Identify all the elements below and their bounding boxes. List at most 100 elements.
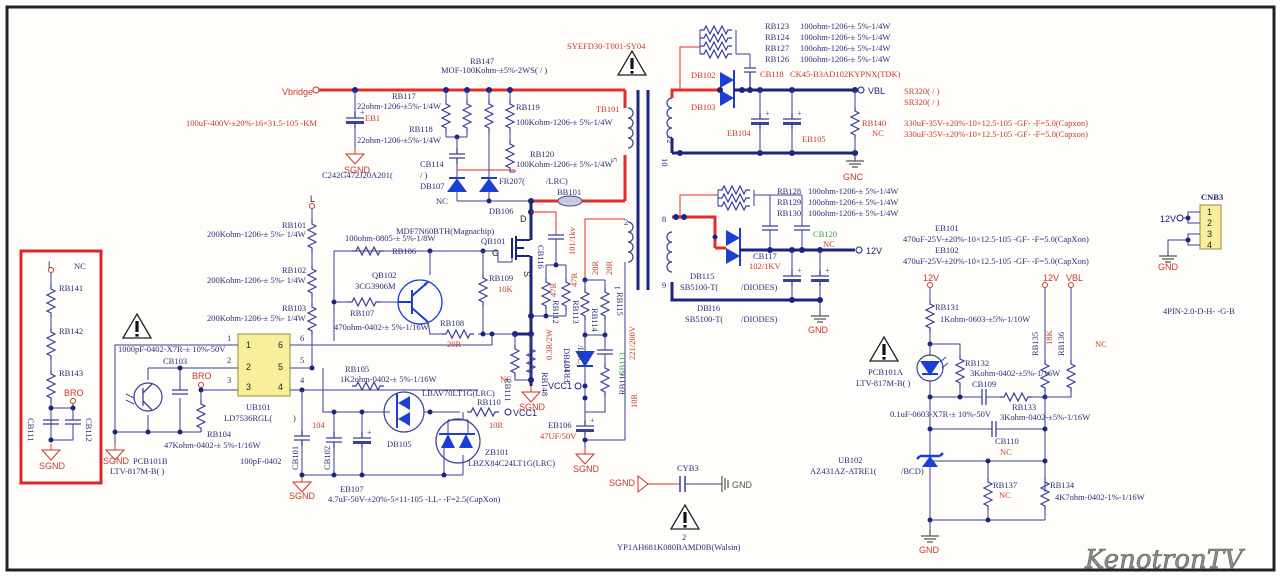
sgnd-label: SGND bbox=[103, 456, 130, 466]
cb109-ref: CB109 bbox=[972, 379, 996, 389]
rb129-ref: RB129 bbox=[777, 197, 801, 207]
zb101-value: LBZX84C24LT1G(LRC) bbox=[468, 458, 555, 468]
sgnd-label: SGND bbox=[289, 491, 316, 501]
sgnd-label: SGND bbox=[573, 464, 600, 474]
rb105-value: 1K2ohm-0402-± 5%-1/16W bbox=[340, 374, 437, 384]
eb106-ref: EB106 bbox=[548, 420, 572, 430]
rb111-value: NC bbox=[500, 374, 512, 384]
cnb3-pin-label: 1 bbox=[1207, 207, 1212, 217]
cb120-ref: CB120 bbox=[813, 229, 837, 239]
rb111-ref: RB111 bbox=[503, 378, 513, 401]
rb137-value: NC bbox=[999, 490, 1011, 500]
net-12v-port[interactable] bbox=[855, 246, 863, 254]
cnb3-ref: CNB3 bbox=[1201, 192, 1223, 202]
rb128-ref: RB128 bbox=[777, 186, 801, 196]
ub101-pin-label: 1 bbox=[246, 340, 251, 350]
rb136-value: NC bbox=[1095, 339, 1107, 349]
rb117-ref: RB117 bbox=[392, 91, 416, 101]
rb147-ref: RB147 bbox=[470, 56, 494, 66]
pin-number: 2 bbox=[227, 355, 231, 365]
eb104-spec: 330uF-35V-±20%-10×12.5-105 -GF- -F=5.0(C… bbox=[904, 118, 1088, 128]
rb103-value: 200Kohm-1206-± 5%- 1/4W bbox=[207, 313, 306, 323]
switching-section: MDF7N60BTH(Magnachip) QB101 G D S 100ohm… bbox=[331, 201, 639, 474]
net-vbl-label: VBL bbox=[1066, 273, 1083, 283]
ub102-ref: UB102 bbox=[838, 455, 863, 465]
eb102-ref: EB102 bbox=[935, 245, 959, 255]
connector-cnb3: CNB3 1 2 3 4 12V GND 4PIN-2.0-D-H- -G-B bbox=[1158, 192, 1235, 316]
net-vcc1-port[interactable] bbox=[574, 382, 582, 390]
net-l-label: L bbox=[310, 194, 315, 204]
cnb3-body[interactable] bbox=[1199, 204, 1222, 250]
ub101-pin-label: 4 bbox=[278, 382, 283, 392]
rb107-value: 470ohm-0402-± 5%-1/16W bbox=[334, 322, 429, 332]
cyb3-value: YP1AH681K080BAMD0B(Walsin) bbox=[617, 542, 741, 552]
db102-ref: DB102 bbox=[691, 70, 716, 80]
eb101-ref: EB101 bbox=[935, 223, 959, 233]
cnb3-pin-label: 4 bbox=[1207, 240, 1212, 250]
db102-diode bbox=[720, 72, 734, 88]
qb102-value: 3CG3906M bbox=[355, 281, 396, 291]
rb134-value: 4K7ohm-0402-1%-1/16W bbox=[1055, 492, 1145, 502]
eb1-value: 100uF-400V-±20%-16×31.5-105 -KM bbox=[186, 118, 317, 128]
qb101-mosfet bbox=[511, 236, 530, 260]
eb107-value: 4.7uF-50V-±20%-5×11-105 -LL- -F=2.5(CapX… bbox=[328, 494, 500, 504]
db107-ref: DB107 bbox=[420, 181, 445, 191]
rb142-ref: RB142 bbox=[59, 326, 83, 336]
earth-gnd-symbol bbox=[721, 476, 729, 492]
rb126-ref: RB126 bbox=[765, 54, 789, 64]
net-vcc1-port[interactable] bbox=[504, 408, 512, 416]
rb118-value: 22ohm-1206-±5%-1/4W bbox=[357, 135, 441, 145]
rb128-value: 100ohm-1206-± 5%-1/4W bbox=[808, 186, 898, 196]
cb102-ref: CB102 bbox=[322, 446, 332, 470]
12v-secondary-winding bbox=[666, 231, 673, 273]
rb123-rb126-resistor-bank bbox=[699, 25, 737, 59]
cb111-ref: CB111 bbox=[26, 418, 36, 441]
rb124-value: 100ohm-1206-± 5%-1/4W bbox=[800, 32, 890, 42]
cb114-value: / ) bbox=[420, 170, 427, 180]
rb115-ref: RB115 bbox=[615, 292, 625, 316]
rb133-ref: RB133 bbox=[1012, 402, 1036, 412]
cb102-value: 100pF-0402 bbox=[240, 456, 282, 466]
ub101-pin-label: 5 bbox=[278, 362, 283, 372]
rb113-value: 47R bbox=[569, 273, 579, 288]
pcb101a-ref: PCB101A bbox=[868, 367, 904, 377]
net-12v-label: 12V bbox=[923, 273, 939, 283]
net-vbridge-label: Vbridge bbox=[282, 87, 313, 97]
net-vbridge-port[interactable] bbox=[312, 86, 320, 94]
cb113-ref: CB113 bbox=[617, 352, 627, 376]
rb119-ref: RB119 bbox=[516, 102, 540, 112]
gnd-label: GND bbox=[808, 325, 829, 335]
db115-mfr: /DIODES) bbox=[741, 282, 778, 292]
eb104-ref: EB104 bbox=[727, 128, 751, 138]
rb148-value: 0.3R/2W bbox=[544, 329, 554, 360]
cb113-value: 221/200V bbox=[627, 325, 637, 360]
pcb101b-phototransistor bbox=[133, 382, 163, 412]
cb103-ref: CB103 bbox=[163, 356, 187, 366]
rb127-value: 100ohm-1206-± 5%-1/4W bbox=[800, 43, 890, 53]
zb101-zener bbox=[435, 418, 481, 464]
cnb3-12v-label: 12V bbox=[1160, 214, 1176, 224]
rb108-value: 20R bbox=[447, 339, 462, 349]
cb110-value: NC bbox=[1000, 447, 1012, 457]
fr207-mfr: /LRC) bbox=[546, 176, 568, 186]
cb109-capacitor bbox=[981, 389, 987, 405]
pin-number: 5 bbox=[300, 355, 304, 365]
pin-label: 12 bbox=[665, 135, 675, 144]
rb115-value: 20R bbox=[604, 261, 614, 276]
rb120-value: 100Kohm-1206-± 5%-1/4W bbox=[516, 159, 613, 169]
net-vbl-port[interactable] bbox=[857, 86, 865, 94]
pcb101b-value: LTV-817M-B( ) bbox=[110, 466, 165, 476]
ub101-ic[interactable] bbox=[237, 333, 291, 397]
ub101-ref: UB101 bbox=[246, 402, 271, 412]
rb112-value: 47R bbox=[548, 283, 558, 298]
net-12v-label: 12V bbox=[1043, 273, 1059, 283]
rb124-ref: RB124 bbox=[765, 32, 790, 42]
net-l-label: L bbox=[48, 260, 53, 270]
bb101-ref: BB101 bbox=[557, 187, 581, 197]
rb120-ref: RB120 bbox=[530, 149, 554, 159]
pin-number: 1 bbox=[227, 333, 231, 343]
rb127-ref: RB127 bbox=[765, 43, 789, 53]
cb114-ref: CB114 bbox=[420, 159, 445, 169]
db105-value: LBAV70LT1G(LRC) bbox=[422, 388, 495, 398]
rb110-value: 10R bbox=[489, 420, 504, 430]
